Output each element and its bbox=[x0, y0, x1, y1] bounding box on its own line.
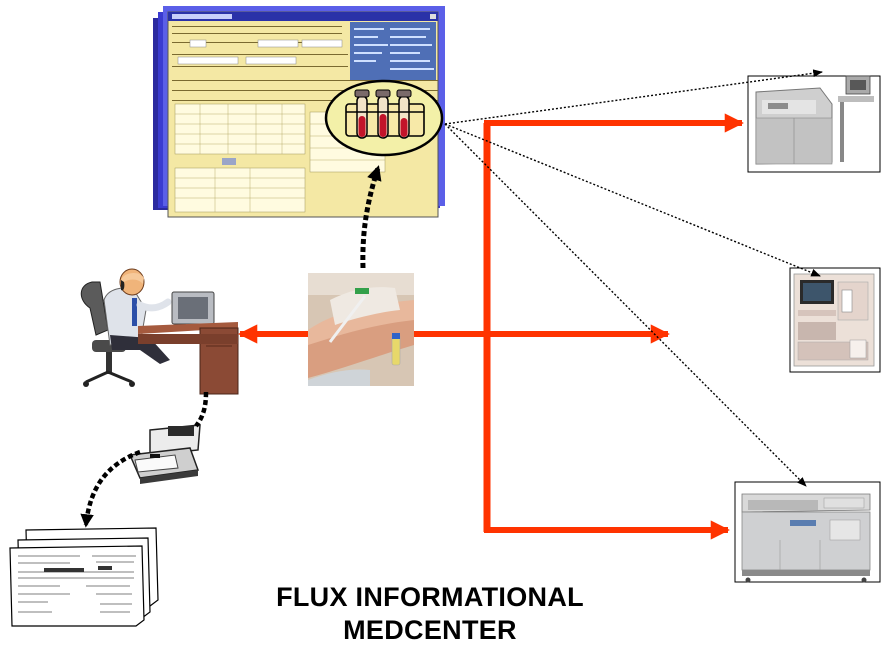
caption-line-2: MEDCENTER bbox=[343, 615, 517, 645]
sample-to-lis bbox=[360, 165, 382, 269]
doctor-at-desk bbox=[80, 268, 239, 395]
data-flow-arrows bbox=[80, 69, 823, 528]
printed-report bbox=[9, 527, 159, 627]
data-to-hematology bbox=[444, 123, 821, 277]
specimen-flow-arrows bbox=[238, 113, 744, 540]
data-to-analyzer-2 bbox=[444, 123, 807, 487]
printer-to-report bbox=[80, 449, 141, 528]
chemistry-analyzer-2 bbox=[734, 481, 881, 583]
blood-collection-photo bbox=[308, 273, 414, 386]
hematology-analyzer bbox=[789, 267, 881, 373]
caption-line-1: FLUX INFORMATIONAL bbox=[276, 582, 584, 612]
doctor-to-printer bbox=[194, 391, 209, 428]
printer-icon bbox=[128, 424, 201, 484]
data-to-analyzer-1 bbox=[444, 69, 823, 125]
chemistry-analyzer-1 bbox=[747, 75, 881, 173]
test-tubes-icon bbox=[324, 79, 444, 157]
